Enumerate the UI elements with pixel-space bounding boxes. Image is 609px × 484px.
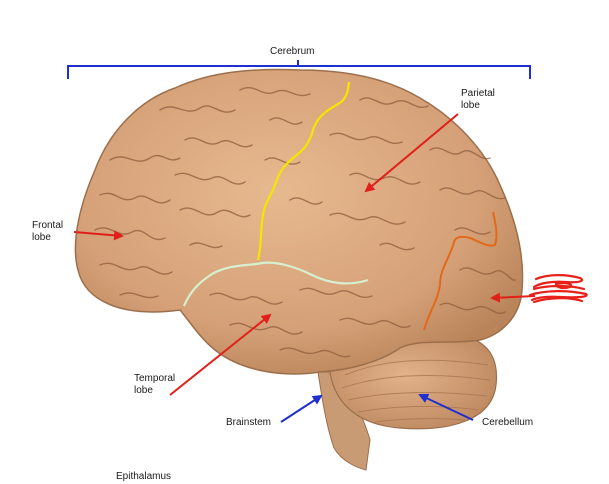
central-sulcus-line: [256, 81, 351, 261]
parietal-label-line2: lobe: [461, 100, 480, 111]
cerebrum-bracket: [67, 60, 531, 79]
parietal-arrow: [364, 113, 459, 193]
lateral-sulcus-line: [182, 261, 369, 307]
temporal-label-line1: Temporal: [134, 373, 176, 384]
cerebellum-folia: [341, 359, 491, 423]
brainstem-label-text: Brainstem: [226, 417, 272, 428]
brainstem-label: Brainstem: [226, 417, 271, 429]
frontal-arrow: [73, 230, 124, 241]
occipital-arrow: [490, 292, 536, 303]
temporal-lobe-label: Temporal lobe: [134, 373, 175, 397]
frontal-lobe-label: Frontal lobe: [32, 220, 63, 244]
frontal-label-line1: Frontal: [32, 220, 64, 231]
parietal-lobe-label: Parietal lobe: [461, 88, 495, 112]
temporal-arrow: [169, 313, 272, 396]
brainstem-arrow: [280, 394, 323, 423]
occipital-boundary-line: [423, 211, 498, 331]
epithalamus-label-text: Epithalamus: [116, 471, 172, 482]
gyri-texture: [94, 87, 516, 358]
frontal-label-line2: lobe: [32, 232, 51, 243]
temporal-label-line2: lobe: [134, 385, 153, 396]
cerebellum-label-text: Cerebellum: [482, 417, 534, 428]
cerebellum-arrow: [418, 393, 474, 421]
scribble-mark: [528, 274, 588, 304]
cerebrum-label-text: Cerebrum: [270, 46, 315, 57]
parietal-label-line1: Parietal: [461, 88, 495, 99]
cerebellum-label: Cerebellum: [482, 417, 533, 429]
epithalamus-label: Epithalamus: [116, 471, 171, 483]
cerebrum-label: Cerebrum: [270, 46, 314, 58]
